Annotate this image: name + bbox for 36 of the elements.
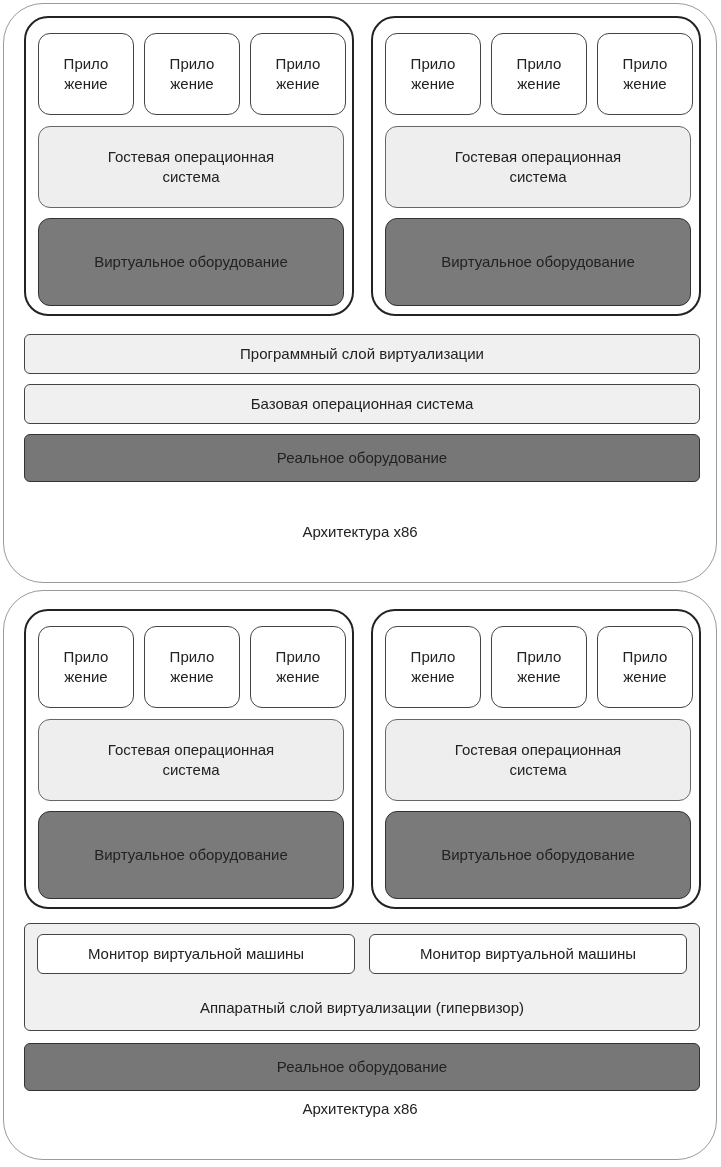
application-box: Прило жение (385, 626, 481, 708)
virtual-machine-box (371, 16, 701, 316)
application-box: Прило жение (597, 626, 693, 708)
layer-title: Аппаратный слой виртуализации (гипервизор) (198, 998, 526, 1018)
guest-os-box: Гостевая операционная система (385, 719, 691, 801)
monitor-box: Монитор виртуальной машины (369, 934, 687, 974)
monitor-box: Монитор виртуальной машины (37, 934, 355, 974)
guest-os-box: Гостевая операционная система (38, 719, 344, 801)
guest-os-box: Гостевая операционная система (385, 126, 691, 208)
application-box: Прило жение (597, 33, 693, 115)
application-box: Прило жение (144, 626, 240, 708)
virtual-machine-box (24, 16, 354, 316)
architecture-panel (3, 590, 717, 1160)
application-box: Прило жение (38, 33, 134, 115)
application-box: Прило жение (144, 33, 240, 115)
layer-title: Архитектура x86 (301, 1099, 419, 1119)
application-box: Прило жение (250, 626, 346, 708)
layer-bar: Программный слой виртуализации (24, 334, 700, 374)
virtual-machine-box (371, 609, 701, 909)
hardware-bar: Реальное оборудование (24, 434, 700, 482)
layer-title: Архитектура x86 (301, 522, 419, 542)
application-box: Прило жение (385, 33, 481, 115)
virtual-hardware-box: Виртуальное оборудование (385, 218, 691, 306)
application-box: Прило жение (38, 626, 134, 708)
application-box: Прило жение (491, 626, 587, 708)
layer-bar: Базовая операционная система (24, 384, 700, 424)
application-box: Прило жение (250, 33, 346, 115)
architecture-panel (3, 3, 717, 583)
virtual-hardware-box: Виртуальное оборудование (385, 811, 691, 899)
hypervisor-layer (24, 923, 700, 1031)
virtual-hardware-box: Виртуальное оборудование (38, 218, 344, 306)
hardware-bar: Реальное оборудование (24, 1043, 700, 1091)
virtual-hardware-box: Виртуальное оборудование (38, 811, 344, 899)
virtual-machine-box (24, 609, 354, 909)
guest-os-box: Гостевая операционная система (38, 126, 344, 208)
application-box: Прило жение (491, 33, 587, 115)
